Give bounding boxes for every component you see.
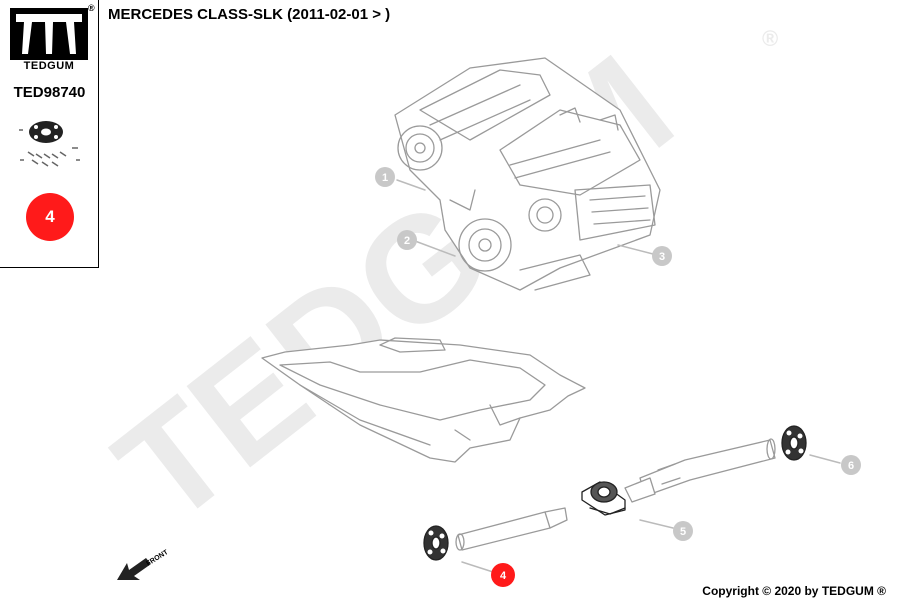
callout-4-label: 4	[500, 570, 507, 582]
callout-5[interactable]: 5	[673, 521, 693, 541]
flex-disc-thumbnail-icon	[19, 121, 80, 167]
part-sidebar: ® TEDGUM TED98740 4	[0, 0, 99, 268]
leader-lines	[396, 179, 841, 573]
callout-2-label: 2	[404, 235, 410, 247]
callout-2[interactable]: 2	[397, 230, 417, 250]
callout-6-label: 6	[848, 460, 854, 472]
callout-1-label: 1	[382, 172, 388, 184]
reference-badge: 4	[26, 193, 74, 241]
callout-4[interactable]: 4	[491, 563, 515, 587]
front-direction-arrow	[117, 558, 151, 580]
drive-shaft-rear	[624, 438, 776, 503]
flex-disc-front	[423, 525, 449, 561]
callout-6[interactable]: 6	[841, 455, 861, 475]
drive-shaft-front	[455, 507, 568, 551]
flex-disc-rear	[781, 425, 807, 461]
underbody-shield	[261, 337, 586, 463]
part-number: TED98740	[13, 84, 86, 101]
copyright-notice: Copyright © 2020 by TEDGUM ®	[702, 584, 886, 598]
watermark-reg: ®	[762, 26, 778, 51]
callout-1[interactable]: 1	[375, 167, 395, 187]
callout-3-label: 3	[659, 251, 665, 263]
tedgum-logo-icon	[10, 8, 88, 60]
registered-mark: ®	[88, 3, 95, 13]
engine-block	[394, 57, 661, 291]
center-bearing	[581, 481, 626, 516]
callout-3[interactable]: 3	[652, 246, 672, 266]
vehicle-model-title: MERCEDES CLASS-SLK (2011-02-01 > )	[108, 6, 391, 23]
callout-5-label: 5	[680, 526, 686, 538]
brand-name: TEDGUM	[23, 60, 75, 72]
